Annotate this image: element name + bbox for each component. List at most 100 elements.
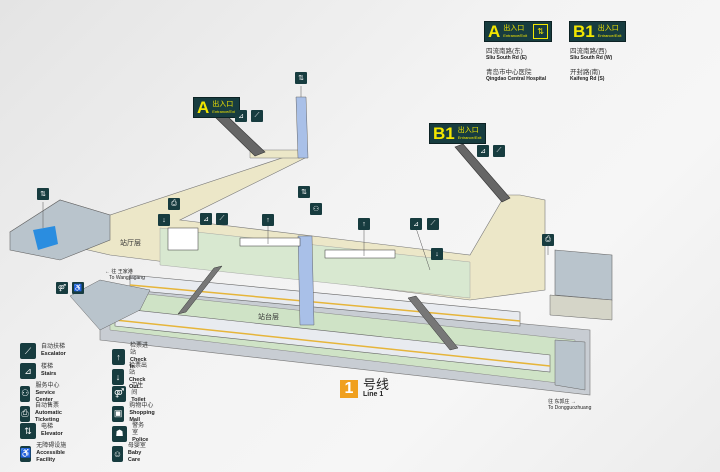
stairs-icon: ⊿ [235, 110, 247, 122]
exit-b1-map-cn: 出入口 [457, 127, 479, 134]
elevator-icon: ⇅ [37, 188, 49, 200]
check-in-icon: ↑ [262, 214, 274, 226]
accessible-icon: ♿ [20, 445, 32, 462]
escalator-icon: ⟋ [427, 218, 439, 230]
exit-a-dest-1-cn: 四流南路(东) [486, 48, 523, 55]
exit-a-dest-2-cn: 青岛市中心医院 [486, 69, 532, 76]
pin-lines [42, 86, 549, 271]
check-out-icon: ↓ [431, 248, 443, 260]
left-elevator-shaft [33, 226, 58, 250]
legend-label-cn: 购物中心 [129, 403, 154, 409]
legend-label-en: Accessible Facility [36, 450, 65, 463]
legend-label-cn: 楼梯 [41, 364, 54, 370]
line-name-en: Line 1 [363, 391, 384, 398]
legend-label-en: Check Out [128, 377, 146, 390]
exit-b1-map-badge: B1 出入口 Entrance/Exit [429, 123, 486, 144]
legend-label-en: Police [132, 437, 149, 443]
stairs-icon: ⊿ [410, 218, 422, 230]
legend-label-cn: 检票出站 [128, 363, 147, 376]
exit-a-map-badge: A 出入口 Entrance/Exit [193, 97, 241, 118]
legend-label-en: Escalator [41, 351, 66, 357]
check-in-icon: ↑ [358, 218, 370, 230]
accessible-icon: ♿ [72, 282, 84, 294]
exit-b1-en: Entrance/Exit [597, 33, 622, 38]
platform-end-right [554, 339, 586, 391]
direction-left-en: To Wangjiagang [109, 275, 145, 281]
escalator-icon: ⟋ [216, 213, 228, 225]
exit-a-en: Entrance/Exit [503, 33, 528, 38]
stairs-icon: ⊿ [200, 213, 212, 225]
fare-gates [167, 227, 396, 259]
right-building [554, 249, 613, 301]
exit-a-dest-2-en: Qingdao Central Hospital [486, 76, 547, 82]
legend-label-en: Elevator [41, 431, 63, 437]
platform-escalator-left [177, 265, 223, 315]
exit-a-cn: 出入口 [503, 25, 525, 32]
legend-label-en: Service Center [35, 390, 56, 403]
exit-b1-map-id: B1 [433, 124, 455, 143]
exit-b1-destinations: 四流南路(西) Sliu South Rd (W) 开封路(南) Kaifeng… [570, 45, 612, 87]
toilet-icon: ⚤ [112, 385, 127, 402]
right-building-base [549, 294, 613, 321]
check-out-icon: ↓ [158, 214, 170, 226]
legend-label-cn: 无障碍设施 [36, 443, 67, 449]
exit-b1-id: B1 [573, 22, 595, 41]
stairs-icon: ⊿ [477, 145, 489, 157]
escalator-icon: ⟋ [493, 145, 505, 157]
legend-label-cn: 卫生间 [131, 383, 144, 396]
exit-a-map-en: Entrance/Exit [212, 109, 237, 114]
exit-b1-cn: 出入口 [597, 25, 619, 32]
legend-label-cn: 服务中心 [35, 383, 60, 389]
elevator-icon: ⇅ [298, 186, 310, 198]
legend-label-en: Check In [130, 357, 147, 370]
exit-a-destinations: 四流南路(东) Sliu South Rd (E) 青岛市中心医院 Qingda… [486, 45, 546, 87]
direction-left-cn: 往 王家港 [111, 269, 133, 275]
service-center-icon: ⚇ [20, 385, 31, 402]
line-number: 1 [340, 379, 358, 398]
exit-b1-dest-2-en: Kaifeng Rd (S) [570, 76, 605, 82]
exit-b1-escalator [454, 143, 511, 203]
stairs-icon: ⊿ [20, 363, 36, 379]
escalator-icon: ⟋ [20, 343, 36, 359]
legend-label-cn: 自动售票 [35, 403, 60, 409]
legend-label-cn: 电梯 [41, 424, 54, 430]
escalator-icon: ⟋ [251, 110, 263, 122]
platform-escalator-right [407, 295, 459, 351]
legend-label-cn: 警务室 [132, 423, 145, 436]
exit-a-info-badge: A 出入口 Entrance/Exit ⇅ [484, 21, 553, 42]
check-out-icon: ↓ [112, 369, 124, 385]
direction-right-cn: 往 东郭庄 [548, 399, 570, 405]
exit-a-map-cn: 出入口 [212, 101, 234, 108]
elevator-shaft-central [297, 235, 315, 326]
ticket-machine-icon: ⎙ [168, 198, 180, 210]
legend-label-en: Stairs [41, 371, 57, 377]
elevator-shaft-a [295, 96, 309, 159]
exit-b1-dest-1-cn: 四流南路(西) [570, 48, 607, 55]
exit-b1-info-badge: B1 出入口 Entrance/Exit [569, 21, 626, 42]
legend-label-cn: 母婴室 [127, 443, 146, 449]
line-badge: 1 号线 Line 1 [340, 378, 389, 399]
direction-right-en: To Dongguozhuang [548, 405, 592, 411]
exit-b1-dest-2-cn: 开封路(南) [570, 69, 601, 76]
elevator-icon: ⇅ [20, 423, 36, 439]
legend-label-en: Toilet [131, 397, 146, 403]
legend-label-en: Shopping Mall [129, 410, 155, 423]
elevator-icon: ⇅ [295, 72, 307, 84]
baby-care-icon: ☺ [112, 445, 123, 462]
exit-a-dest-1-en: Sliu South Rd (E) [486, 55, 527, 61]
exit-a-id: A [488, 22, 501, 41]
legend-label-en: Automatic Ticketing [35, 410, 62, 423]
shopping-mall-icon: ▣ [112, 405, 125, 422]
direction-left: ← 往 王家港 To Wangjiagang [105, 269, 145, 281]
ticket-machine-icon: ⎙ [542, 234, 554, 246]
legend-label-cn: 检票进站 [130, 343, 149, 356]
concourse-label: 站厅层 [120, 240, 141, 247]
